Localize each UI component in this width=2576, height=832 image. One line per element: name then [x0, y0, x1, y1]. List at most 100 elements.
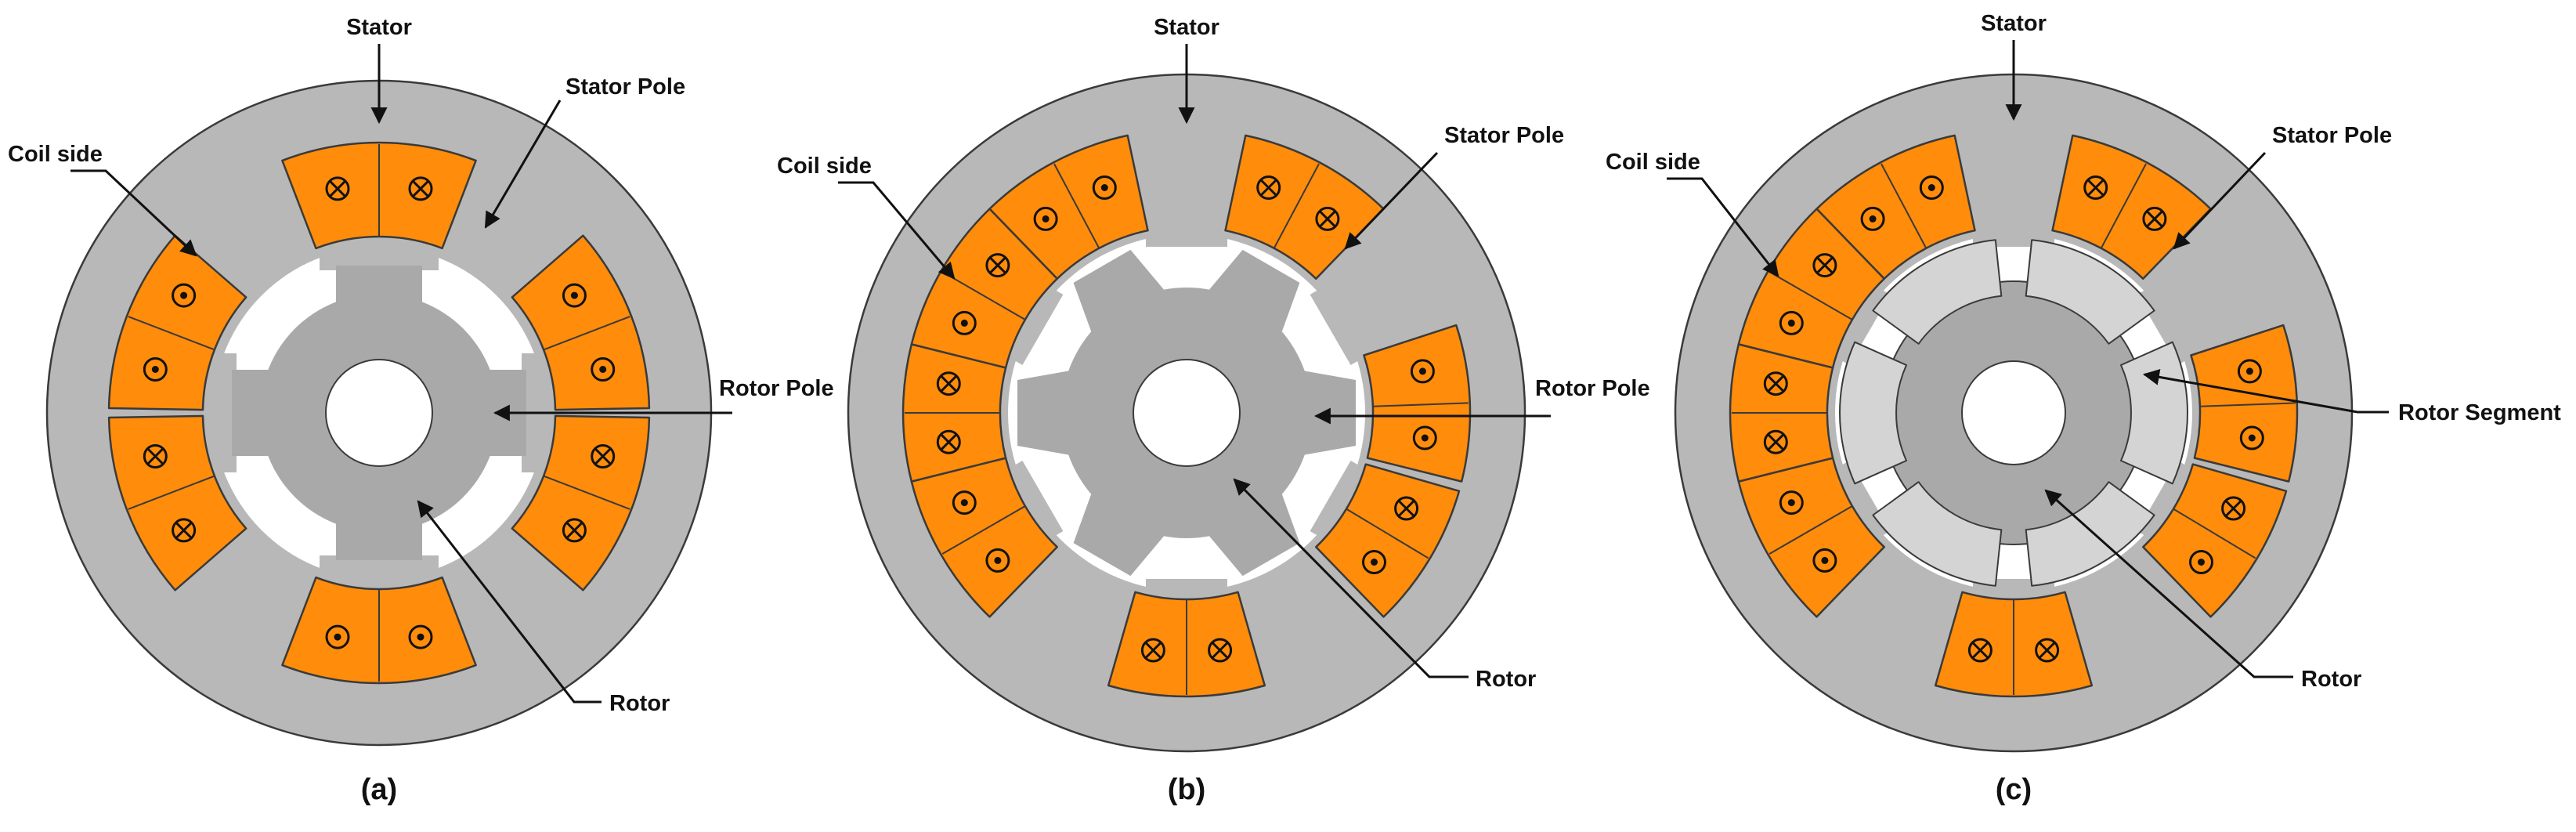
coil-divider [941, 505, 1026, 555]
coil-slot [281, 576, 477, 685]
current-out-dot-icon [325, 624, 350, 649]
current-in-cross-icon [143, 444, 168, 468]
coil-divider [1881, 163, 1927, 249]
current-in-cross-icon [1763, 371, 1788, 396]
current-in-cross-icon [172, 518, 197, 543]
stator-pole [1973, 178, 2054, 247]
panel-caption: (c) [1996, 773, 2032, 806]
coil-slot [2142, 463, 2288, 618]
current-out-dot-icon [2239, 425, 2264, 450]
coil-slot [511, 234, 651, 411]
current-out-dot-icon [2237, 359, 2262, 384]
rotor-segment-label: Rotor Segment [2398, 400, 2561, 425]
current-in-cross-icon [936, 371, 961, 396]
coil-side-label: Coil side [1606, 150, 1700, 175]
current-in-cross-icon [2221, 496, 2246, 521]
panel-caption: (a) [361, 773, 397, 806]
current-in-cross-icon [2142, 206, 2167, 231]
coil-divider [1273, 163, 1320, 249]
motor-drawing [1674, 73, 2354, 753]
current-out-dot-icon [1362, 550, 1386, 574]
coil-slot [910, 208, 1058, 369]
coil-slot [1934, 591, 2094, 698]
rotor-segment-leader [2142, 368, 2389, 414]
stator-pole-label: Stator Pole [2272, 123, 2392, 148]
current-out-dot-icon [143, 357, 168, 382]
coil-divider [2173, 508, 2256, 559]
coil-divider [128, 475, 215, 510]
rotor-label: Rotor [1476, 667, 1536, 692]
current-in-cross-icon [2083, 175, 2108, 200]
current-out-dot-icon [1412, 425, 1437, 450]
rotor-leader [2044, 489, 2293, 678]
rotor-pole [1073, 249, 1180, 355]
rotor-pole [457, 370, 526, 456]
rotor-segment [2120, 341, 2188, 485]
coil-side-leader [838, 181, 956, 280]
current-out-dot-icon [408, 624, 433, 649]
current-out-dot-icon [1410, 359, 1435, 384]
coil-divider [128, 316, 215, 351]
rotor-pole [1017, 367, 1093, 459]
shaft-hole [1961, 360, 2066, 465]
panel-caption: (b) [1168, 773, 1206, 806]
coil-slot [988, 134, 1149, 280]
leader-lines [1667, 40, 2389, 678]
motor-drawing [45, 79, 713, 747]
current-in-cross-icon [408, 176, 433, 201]
stator-label: Stator [1154, 15, 1219, 40]
shaft-hole [1133, 359, 1241, 467]
leader-lines [838, 44, 1551, 678]
coil-divider [543, 316, 630, 351]
rotor-leader [417, 500, 602, 704]
coil-slot [281, 141, 477, 250]
rotor-pole [1073, 471, 1180, 577]
current-out-dot-icon [1033, 206, 1058, 231]
stator-pole-label: Stator Pole [565, 74, 685, 99]
rotor-pole-label: Rotor Pole [719, 376, 834, 401]
coil-divider [1053, 163, 1100, 249]
rotor-segment [2025, 481, 2155, 587]
rotor-segment [2025, 239, 2155, 345]
coil-side-leader [1667, 177, 1779, 277]
current-out-dot-icon [985, 548, 1010, 573]
current-in-cross-icon [1256, 175, 1281, 200]
coil-side-label: Coil side [8, 142, 103, 167]
current-in-cross-icon [1208, 638, 1233, 663]
current-in-cross-icon [591, 444, 616, 468]
panel-b: Stator Stator Pole Coil side Rotor Pole … [777, 15, 1650, 806]
coil-slot [1315, 463, 1461, 618]
current-in-cross-icon [1140, 638, 1165, 663]
coil-divider [2100, 163, 2147, 249]
coil-side-leader [70, 169, 197, 257]
current-out-dot-icon [591, 357, 616, 382]
coil-divider [1769, 505, 1853, 555]
coil-divider [1372, 402, 1469, 407]
current-in-cross-icon [1763, 429, 1788, 454]
coil-divider [941, 271, 1026, 320]
current-in-cross-icon [985, 253, 1010, 278]
rotor-pole [1281, 367, 1356, 459]
current-out-dot-icon [1779, 490, 1804, 515]
stator-pole-label: Stator Pole [1444, 123, 1564, 148]
coil-slot [1737, 208, 1885, 369]
stator-pole-leader [2173, 151, 2267, 250]
current-out-dot-icon [1919, 175, 1944, 200]
current-in-cross-icon [562, 518, 587, 543]
shaft-hole [325, 359, 433, 467]
current-in-cross-icon [1315, 206, 1340, 231]
stator-label: Stator [1981, 11, 2047, 36]
current-out-dot-icon [2189, 550, 2213, 574]
rotor-pole [336, 266, 422, 335]
current-in-cross-icon [1812, 253, 1837, 278]
current-in-cross-icon [936, 429, 961, 454]
coil-slot [1815, 134, 1976, 280]
stator-pole [2137, 260, 2238, 365]
stator-pole [1310, 260, 1411, 365]
current-out-dot-icon [172, 283, 197, 308]
current-in-cross-icon [1394, 496, 1419, 521]
panel-c: Stator Stator Pole Coil side Rotor Segme… [1606, 11, 2561, 806]
coil-divider [2199, 402, 2296, 407]
rotor-label: Rotor [2301, 667, 2361, 692]
current-out-dot-icon [952, 490, 977, 515]
